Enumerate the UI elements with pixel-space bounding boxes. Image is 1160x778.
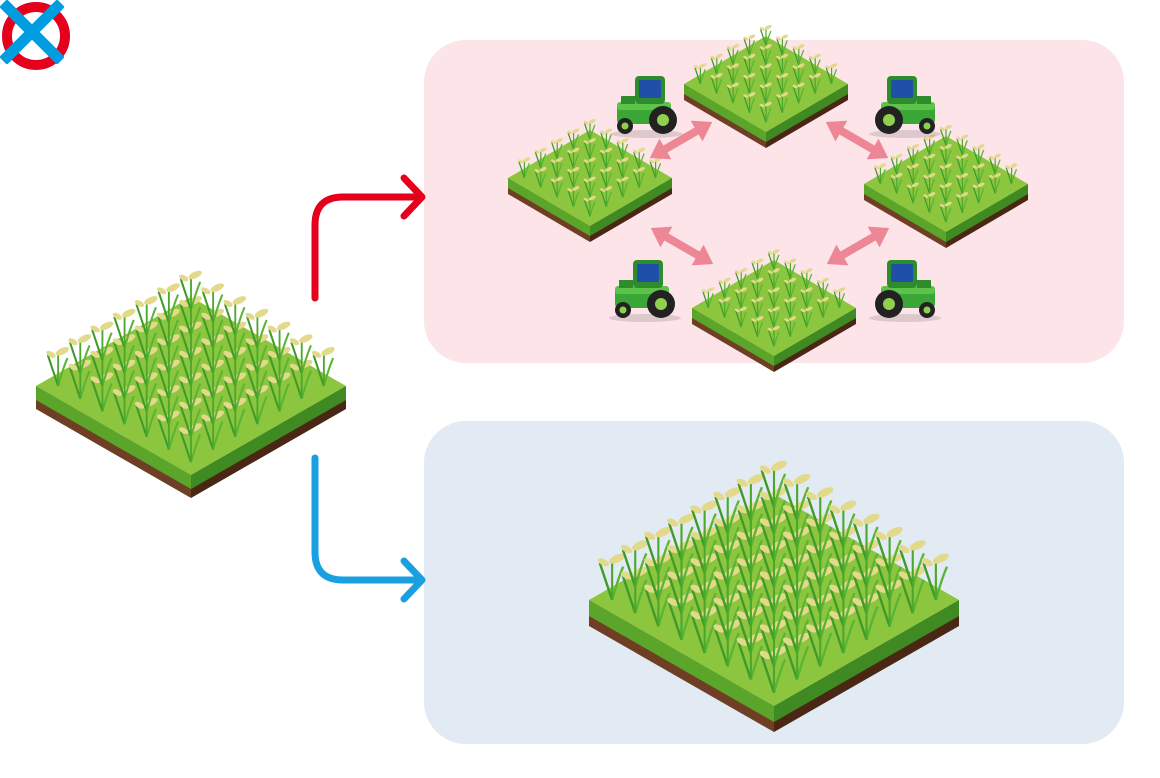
branch-arrow-down <box>311 454 426 603</box>
correct-panel <box>424 40 1124 363</box>
small-field-top <box>684 24 848 148</box>
small-field-right <box>864 124 1028 248</box>
small-field-left <box>508 118 672 242</box>
source-field <box>36 270 346 498</box>
branch-arrow-up <box>311 174 426 302</box>
incorrect-cross-icon <box>0 0 64 64</box>
small-field-bottom <box>692 248 856 372</box>
large-field <box>589 460 959 732</box>
correct-circle-icon <box>2 2 70 70</box>
